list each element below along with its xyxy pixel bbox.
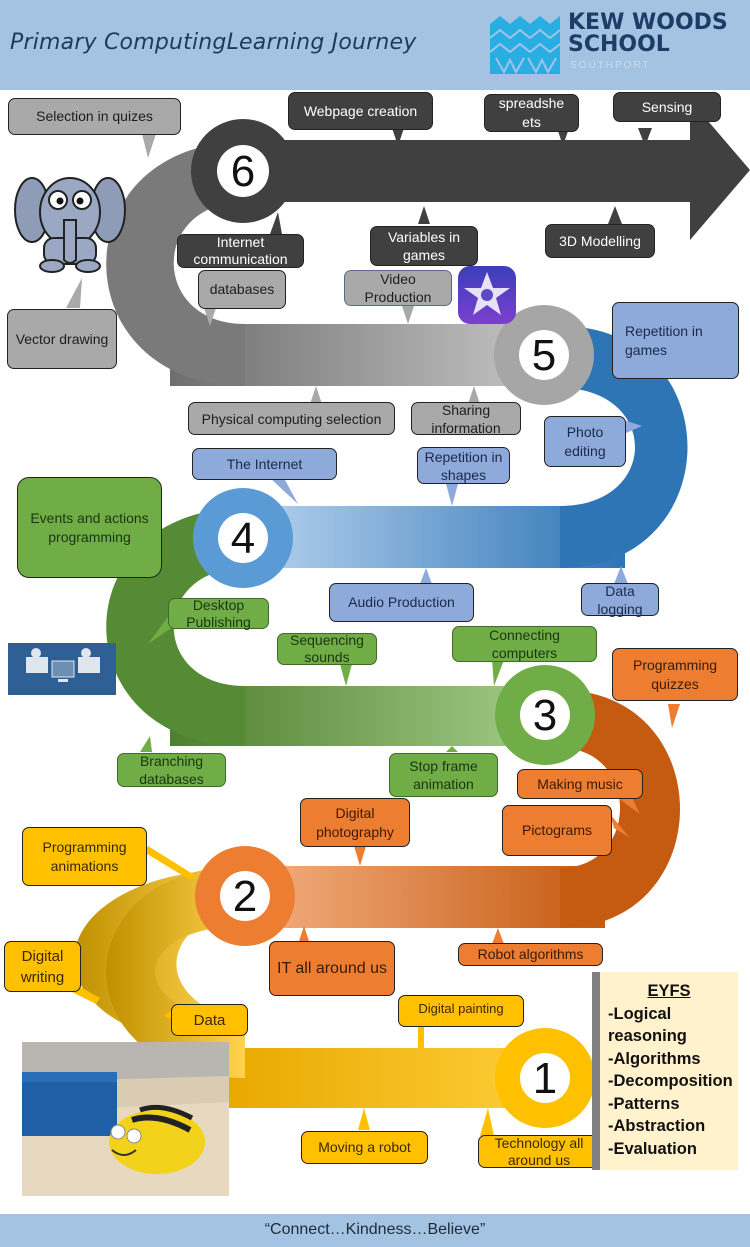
label-digital-photography: Digital photography <box>300 798 410 847</box>
school-motto: “Connect…Kindness…Believe” <box>264 1221 486 1238</box>
stage-6-arrow <box>240 100 750 240</box>
eyfs-item: -Evaluation <box>608 1139 697 1158</box>
label-repetition-in-games: Repetition in games <box>612 302 739 379</box>
school-logo: KEW WOODS SCHOOL SOUTHPORT <box>490 12 740 77</box>
stage-number-1: 1 <box>532 1054 558 1103</box>
label-selection-in-quizes: Selection in quizes <box>8 98 181 135</box>
label-programming-quizzes: Programming quizzes <box>612 648 738 701</box>
label-branching-databases: Branching databases <box>117 753 226 787</box>
label-photo-editing: Photo editing <box>544 416 626 467</box>
imovie-star-icon <box>458 266 516 324</box>
label-digital-writing: Digital writing <box>4 941 81 992</box>
label-video-production: Video Production <box>344 270 452 306</box>
label-variables-in-games: Variables in games <box>370 226 478 266</box>
label-technology-all-around-us: Technology all around us <box>478 1135 600 1168</box>
logo-subtitle: SOUTHPORT <box>570 60 651 71</box>
kew-woods-logo-icon <box>490 16 560 74</box>
orange-pointers <box>298 704 680 944</box>
label-events-and-actions-programming: Events and actions programming <box>17 477 162 578</box>
label-3d-modelling: 3D Modelling <box>545 224 655 258</box>
stage-circle-6 <box>191 119 295 223</box>
label-data-logging: Data logging <box>581 583 659 617</box>
label-webpage-creation: Webpage creation <box>288 92 433 130</box>
footer-banner: “Connect…Kindness…Believe” <box>0 1214 750 1247</box>
networked-computers-image <box>8 643 116 695</box>
label-data: Data <box>171 1004 248 1036</box>
eyfs-item: -Patterns <box>608 1094 680 1113</box>
label-physical-computing-selection: Physical computing selection <box>188 402 395 435</box>
label-repetition-in-shapes: Repetition in shapes <box>417 447 510 484</box>
label-pictograms: Pictograms <box>502 805 612 856</box>
label-stop-frame-animation: Stop frame animation <box>389 753 498 797</box>
dark-pointers <box>270 128 652 234</box>
eyfs-item: -Abstraction <box>608 1117 706 1135</box>
curve-4-5 <box>560 326 688 568</box>
blue-pointers <box>270 420 642 584</box>
eyfs-panel: EYFS -Logical reasoning -Algorithms -Dec… <box>592 972 738 1170</box>
label-audio-production: Audio Production <box>329 583 474 622</box>
label-it-all-around-us: IT all around us <box>269 941 395 996</box>
label-connecting-computers: Connecting computers <box>452 626 597 662</box>
bee-bot-photo <box>22 1042 229 1196</box>
label-spreadsheets: spreadshe ets <box>484 94 579 132</box>
grey-pointers <box>66 134 480 404</box>
stage-2-bar <box>245 866 605 928</box>
eyfs-item: -Algorithms <box>608 1049 701 1068</box>
stage-number-5: 5 <box>531 331 557 380</box>
label-vector-drawing: Vector drawing <box>7 309 117 369</box>
elephant-icon <box>14 177 126 273</box>
logo-line-1: KEW WOODS <box>568 10 728 35</box>
logo-line-2: SCHOOL <box>568 32 670 57</box>
eyfs-item: -Decomposition <box>608 1072 733 1090</box>
label-making-music: Making music <box>517 769 643 799</box>
label-databases: databases <box>198 270 286 309</box>
curve-2-3 <box>560 690 680 928</box>
stage-number-3: 3 <box>532 691 558 740</box>
label-desktop-publishing: Desktop Publishing <box>168 597 269 630</box>
stage-circle-4 <box>193 488 293 588</box>
stage-circle-3 <box>495 665 595 765</box>
label-sharing-information: Sharing information <box>411 402 521 436</box>
label-sensing: Sensing <box>613 92 721 122</box>
label-sequencing-sounds: Sequencing sounds <box>277 632 377 665</box>
logo-wordmark: KEW WOODS SCHOOL <box>568 12 728 56</box>
stage-circle-2 <box>195 846 295 946</box>
label-robot-algorithms: Robot algorithms <box>458 943 603 966</box>
stage-number-6: 6 <box>230 147 256 196</box>
stage-circle-1 <box>495 1028 595 1128</box>
stage-circle-5 <box>494 305 594 405</box>
stage-number-2: 2 <box>232 872 258 921</box>
stage-number-4: 4 <box>230 514 256 563</box>
label-programming-animations: Programming animations <box>22 827 147 886</box>
header-banner: Primary ComputingLearning Journey KEW WO… <box>0 0 750 90</box>
eyfs-item: -Logical reasoning <box>608 1004 687 1046</box>
label-digital-painting: Digital painting <box>398 995 524 1027</box>
label-internet-communication: Internet communication <box>177 234 304 268</box>
label-the-internet: The Internet <box>192 448 337 480</box>
page-title: Primary ComputingLearning Journey <box>10 30 417 55</box>
label-moving-a-robot: Moving a robot <box>301 1131 428 1164</box>
eyfs-title: EYFS <box>647 982 691 1000</box>
